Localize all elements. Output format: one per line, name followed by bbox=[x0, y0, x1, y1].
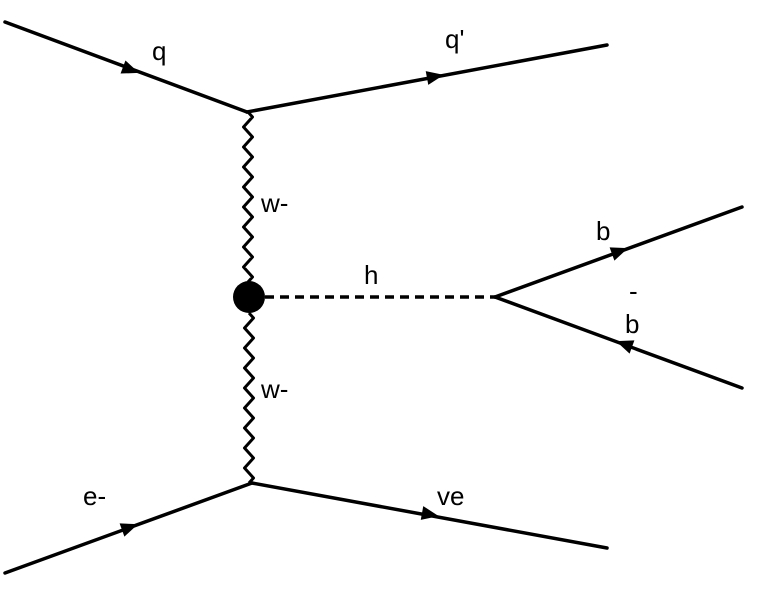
label-q-prime: q' bbox=[445, 24, 464, 54]
w-boson-lower bbox=[243, 311, 255, 485]
label-w-upper: w- bbox=[260, 188, 288, 218]
label-anti-b: b bbox=[625, 309, 639, 339]
quark-q-prime-arrow bbox=[425, 71, 444, 85]
neutrino-arrow bbox=[420, 506, 439, 520]
label-neutrino: ve bbox=[437, 481, 464, 511]
vertex-blob bbox=[233, 281, 265, 313]
anti-b-quark-arrow bbox=[616, 340, 635, 354]
w-boson-upper bbox=[242, 110, 254, 284]
label-electron: e- bbox=[83, 481, 106, 511]
label-w-lower: w- bbox=[260, 374, 288, 404]
quark-q-prime-line bbox=[245, 43, 609, 114]
b-quark-arrow bbox=[609, 247, 628, 261]
label-higgs: h bbox=[364, 260, 378, 290]
label-q: q bbox=[152, 36, 166, 66]
label-b: b bbox=[596, 216, 610, 246]
label-anti-b-bar: - bbox=[629, 276, 638, 306]
electron-arrow bbox=[119, 523, 138, 537]
quark-q-arrow bbox=[120, 60, 139, 74]
